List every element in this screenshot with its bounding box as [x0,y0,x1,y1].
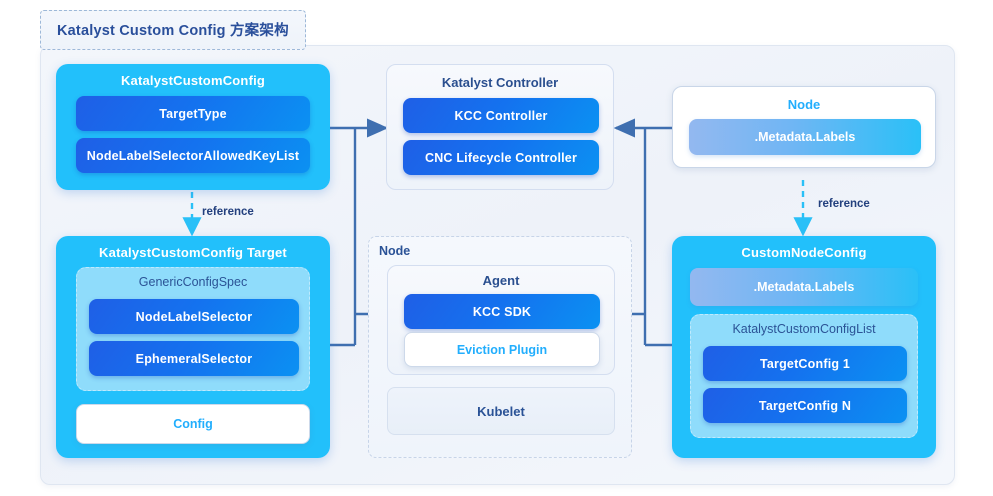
card-node-bottom-title: Node [379,244,411,258]
card-kcc-target-title: KatalystCustomConfig Target [99,245,287,260]
pill-kubelet[interactable]: Kubelet [387,387,615,435]
pill-kcc-controller[interactable]: KCC Controller [403,98,599,133]
card-custom-node-config[interactable]: CustomNodeConfig .Metadata.Labels Kataly… [672,236,936,458]
pill-target-type[interactable]: TargetType [76,96,310,131]
group-katalyst-custom-config-list: KatalystCustomConfigList TargetConfig 1 … [690,314,918,438]
group-generic-config-spec: GenericConfigSpec NodeLabelSelector Ephe… [76,267,310,391]
card-kcc-target[interactable]: KatalystCustomConfig Target GenericConfi… [56,236,330,458]
page-title: Katalyst Custom Config 方案架构 [40,10,306,50]
edge-label-reference-right: reference [818,198,870,210]
pill-cnc-lifecycle-controller[interactable]: CNC Lifecycle Controller [403,140,599,175]
pill-node-label-selector[interactable]: NodeLabelSelector [89,299,299,334]
pill-target-config-n[interactable]: TargetConfig N [703,388,907,423]
card-agent[interactable]: Agent KCC SDK Eviction Plugin [387,265,615,375]
pill-cnc-metadata-labels[interactable]: .Metadata.Labels [690,268,918,306]
pill-target-config-1[interactable]: TargetConfig 1 [703,346,907,381]
group-katalyst-custom-config-list-title: KatalystCustomConfigList [732,322,876,336]
pill-node-label-selector-allowed-key-list[interactable]: NodeLabelSelectorAllowedKeyList [76,138,310,173]
edge-label-reference-left: reference [202,206,254,218]
card-katalyst-custom-config-title: KatalystCustomConfig [120,73,266,88]
pill-eviction-plugin[interactable]: Eviction Plugin [404,332,600,367]
pill-kcc-sdk[interactable]: KCC SDK [404,294,600,329]
card-katalyst-controller[interactable]: Katalyst Controller KCC Controller CNC L… [386,64,614,190]
pill-config[interactable]: Config [76,404,310,444]
card-katalyst-custom-config[interactable]: KatalystCustomConfig TargetType NodeLabe… [56,64,330,190]
group-generic-config-spec-title: GenericConfigSpec [138,275,248,289]
card-node-bottom[interactable]: Node Agent KCC SDK Eviction Plugin Kubel… [368,236,632,458]
pill-node-metadata-labels[interactable]: .Metadata.Labels [689,119,921,155]
card-katalyst-controller-title: Katalyst Controller [441,75,559,90]
pill-ephemeral-selector[interactable]: EphemeralSelector [89,341,299,376]
card-custom-node-config-title: CustomNodeConfig [741,245,867,260]
card-agent-title: Agent [482,273,520,288]
card-node-top[interactable]: Node .Metadata.Labels [672,86,936,168]
card-node-top-title: Node [787,97,821,112]
